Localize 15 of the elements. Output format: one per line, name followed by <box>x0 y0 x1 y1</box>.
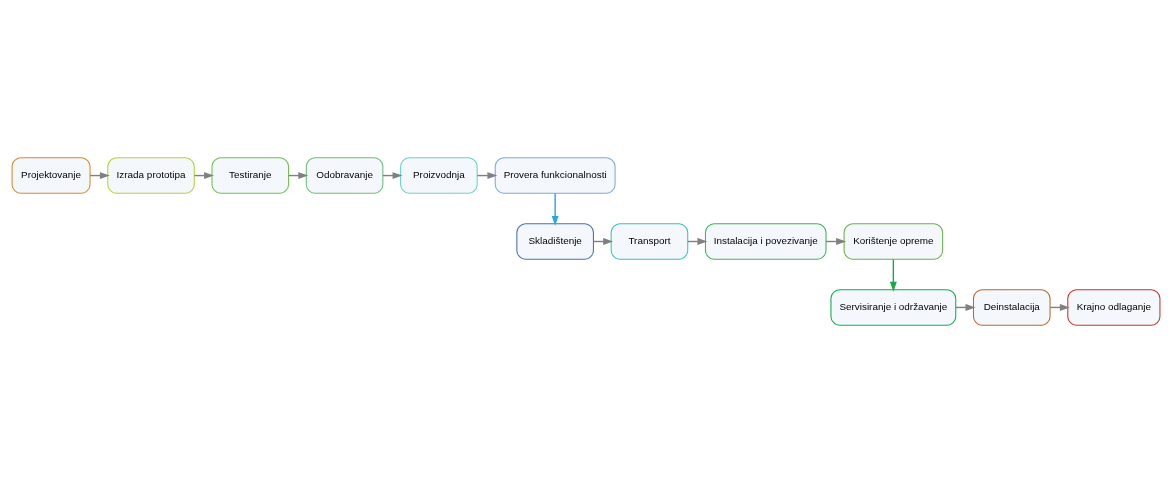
arrow <box>889 258 897 292</box>
node-box: Testiranje <box>211 157 290 194</box>
node-box: Transport <box>610 223 689 260</box>
node-box: Projektovanje <box>11 157 91 194</box>
node-box: Instalacija i povezivanje <box>704 223 827 260</box>
node-box: Korištenje opreme <box>843 223 944 260</box>
node-box: Skladištenje <box>516 223 594 260</box>
node-box: Proizvodnja <box>400 157 478 194</box>
node-box: Provera funkcionalnosti <box>494 157 616 194</box>
arrow <box>551 192 559 226</box>
node-box: Krajno odlaganje <box>1067 289 1161 326</box>
node-box: Servisiranje i održavanje <box>830 289 957 326</box>
node-box: Deinstalacija <box>972 289 1051 326</box>
node-box: Izrada prototipa <box>107 157 195 194</box>
node-box: Odobravanje <box>305 157 384 194</box>
